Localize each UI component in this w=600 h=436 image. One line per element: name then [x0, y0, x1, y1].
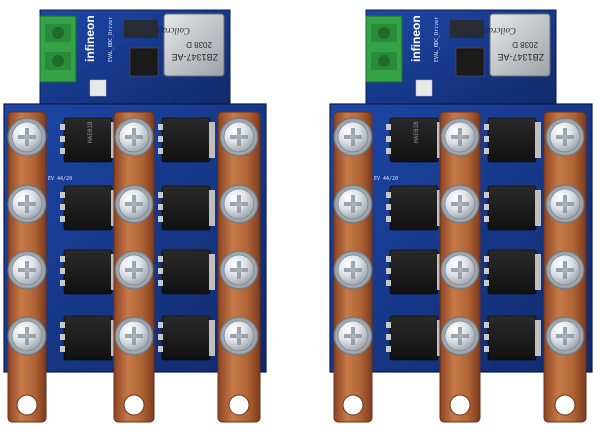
- right-board: infineon EVAL_BDC_Driver Coilcraft ZB134…: [329, 9, 593, 423]
- left-board: infineon EVAL_BDC_Driver Coilcraft ZB134…: [3, 9, 267, 423]
- coil-part: ZB1347-AE: [497, 52, 544, 62]
- inductor: Coilcraft ZB1347-AE 2038 D: [483, 13, 551, 77]
- smd-parts: [450, 20, 484, 38]
- coil-part: ZB1347-AE: [171, 52, 218, 62]
- driver-ic: [455, 47, 485, 77]
- qr-code: [415, 79, 433, 97]
- brand-logo: infineon: [409, 15, 423, 62]
- brand-logo: infineon: [83, 15, 97, 62]
- qr-code: [89, 79, 107, 97]
- board-code: EVAL_BDC_Driver: [434, 17, 440, 62]
- coil-brand: Coilcraft: [483, 26, 516, 36]
- coil-brand: Coilcraft: [157, 26, 190, 36]
- driver-ic: [129, 47, 159, 77]
- mosfet-marking: HAE01B: [87, 121, 94, 143]
- coil-code: 2038 D: [186, 40, 212, 49]
- silk-label: EV 44/20: [374, 176, 398, 182]
- terminal-block: [39, 15, 77, 83]
- smd-parts: [124, 20, 158, 38]
- mosfet-marking: HAE01B: [413, 121, 420, 143]
- silk-label: EV 44/20: [48, 176, 72, 182]
- inductor: Coilcraft ZB1347-AE 2038 D: [157, 13, 225, 77]
- terminal-block: [365, 15, 403, 83]
- coil-code: 2038 D: [512, 40, 538, 49]
- board-code: EVAL_BDC_Driver: [108, 17, 114, 62]
